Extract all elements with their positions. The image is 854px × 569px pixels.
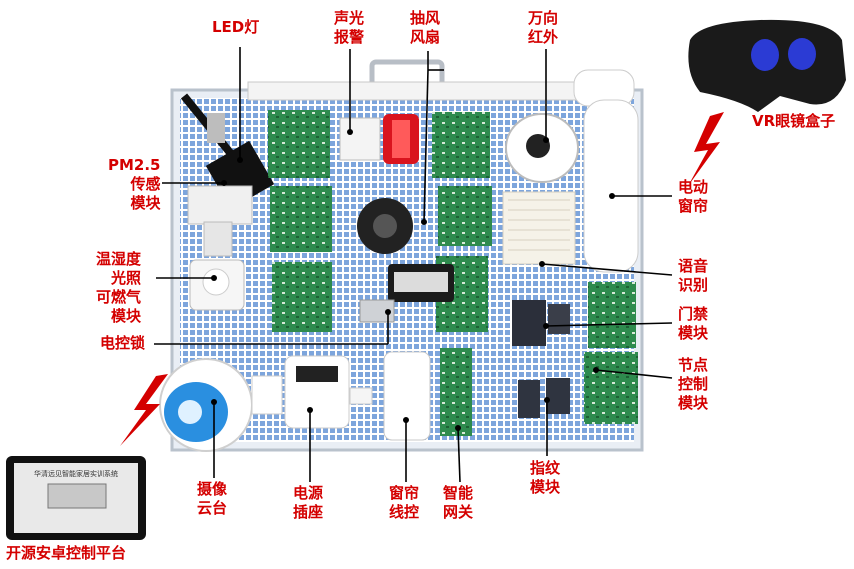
label-gateway: 智能网关 bbox=[443, 484, 474, 521]
pm25-sensor bbox=[187, 185, 253, 257]
ir-sensor bbox=[505, 113, 579, 183]
vr-headset bbox=[688, 19, 846, 112]
label-node: 节点控制模块 bbox=[678, 356, 709, 412]
label-env: 温湿度光照可燃气模块 bbox=[96, 250, 142, 325]
exhaust-fan bbox=[357, 198, 413, 254]
label-finger: 指纹模块 bbox=[530, 459, 561, 496]
label-power: 电源插座 bbox=[293, 484, 324, 521]
callout-lines bbox=[154, 47, 673, 483]
sound-light-alarm bbox=[339, 114, 419, 164]
tablet-title: 华清远见智能家居实训系统 bbox=[34, 469, 118, 478]
label-curtain-ctrl: 窗帘线控 bbox=[389, 484, 420, 521]
label-led: LED灯 bbox=[212, 18, 260, 36]
curtain-wire-control bbox=[383, 351, 431, 441]
electric-lock bbox=[359, 299, 395, 323]
label-curtain: 电动窗帘 bbox=[678, 178, 709, 215]
label-camera: 摄像云台 bbox=[197, 480, 228, 517]
label-vr: VR眼镜盒子 bbox=[752, 112, 836, 130]
label-android: 开源安卓控制平台 bbox=[6, 544, 127, 562]
label-fan: 抽风风扇 bbox=[410, 9, 441, 46]
curtain-motor bbox=[573, 69, 639, 273]
power-outlet bbox=[251, 355, 373, 429]
label-ir: 万向红外 bbox=[528, 9, 559, 46]
env-module bbox=[189, 259, 245, 311]
label-alarm: 声光报警 bbox=[334, 9, 365, 46]
voice-module bbox=[502, 191, 576, 265]
wireless-signal-icon bbox=[120, 112, 724, 446]
fingerprint-module bbox=[518, 378, 570, 418]
label-lock: 电控锁 bbox=[100, 334, 146, 352]
label-voice: 语音识别 bbox=[678, 257, 709, 294]
callout-dots bbox=[211, 129, 615, 431]
android-tablet bbox=[6, 456, 146, 540]
label-door: 门禁模块 bbox=[678, 305, 709, 342]
lcd-display bbox=[388, 264, 454, 302]
ptz-camera bbox=[159, 358, 253, 452]
